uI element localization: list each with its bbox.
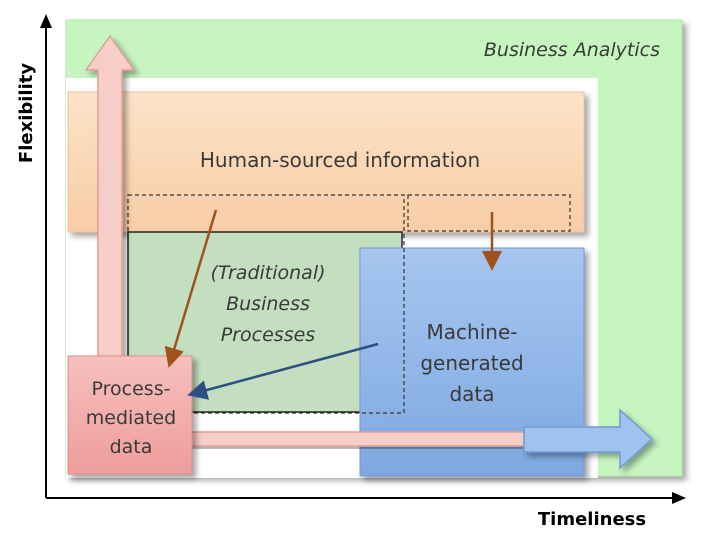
x-axis-title: Timeliness	[538, 509, 646, 530]
vertical-pink-arrow	[84, 34, 136, 373]
y-axis-title: Flexibility	[16, 63, 37, 163]
traditional-label-line-3: Processes	[221, 324, 316, 346]
blue-arrow-machine-to-process	[187, 342, 379, 400]
traditional-label-line-2: Business	[226, 293, 310, 315]
business-analytics-label: Business Analytics	[484, 39, 660, 61]
machine-generated-label-line-1: Machine-	[427, 320, 518, 344]
x-axis-arrowhead	[672, 492, 686, 504]
dashed-box-left	[127, 194, 405, 414]
horizontal-blue-arrow	[523, 408, 654, 470]
process-mediated-label-line-1: Process-	[92, 378, 171, 400]
y-axis-arrowhead	[40, 14, 52, 28]
human-sourced-label: Human-sourced information	[200, 148, 480, 172]
machine-generated-label-line-2: generated	[420, 351, 523, 375]
human-sourced-region	[67, 91, 585, 233]
machine-generated-label-line-3: data	[449, 382, 494, 406]
brown-arrow-human-to-process	[164, 209, 218, 368]
process-mediated-label-line-3: data	[110, 436, 153, 458]
horizontal-pink-arrow	[181, 431, 531, 447]
dashed-box-right	[407, 194, 571, 232]
traditional-label-line-1: (Traditional)	[210, 262, 325, 284]
axes	[40, 14, 686, 504]
process-mediated-label-line-2: mediated	[86, 407, 176, 429]
process-mediated-region	[67, 355, 193, 475]
